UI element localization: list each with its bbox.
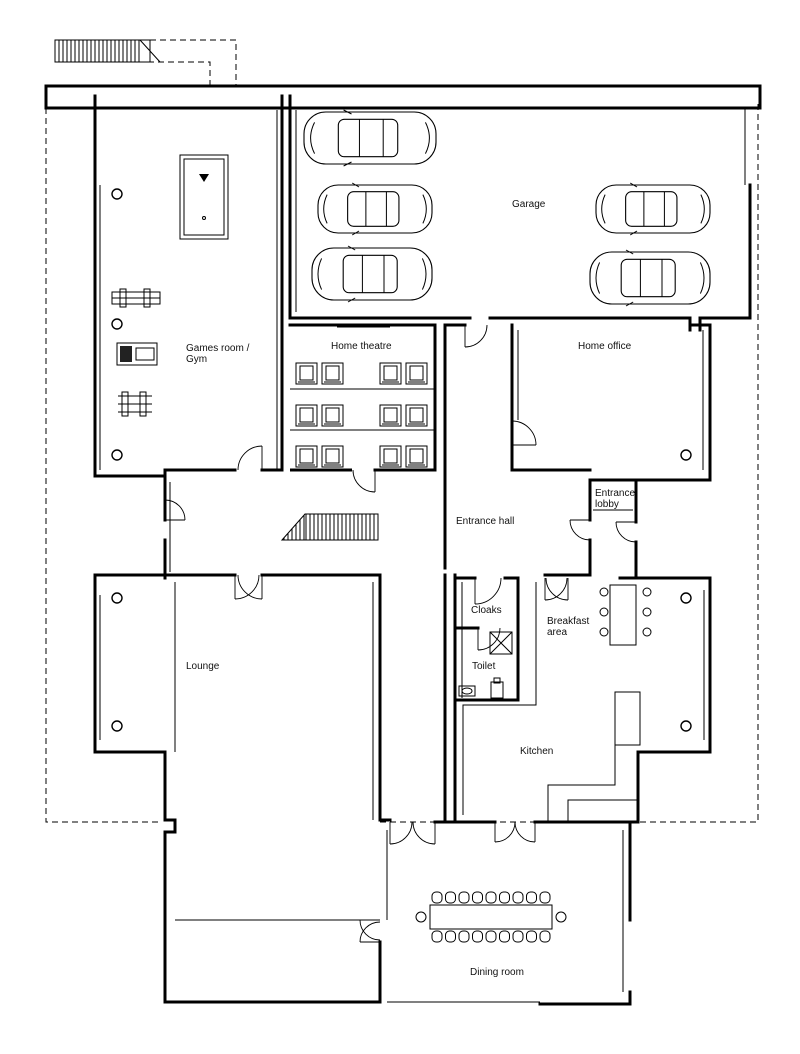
shower-icon [489,631,513,655]
home-office-walls [443,323,712,482]
room-label-toilet: Toilet [472,661,496,672]
car-icon [311,245,433,303]
home-theatre-walls [288,323,437,472]
car-icon [303,109,437,167]
weight-station-icon [118,391,152,417]
column-icon [680,449,692,461]
dining-chair-icon [499,891,510,904]
room-label-home-theatre: Home theatre [331,341,392,352]
toilet-icon [458,677,504,699]
gym-bench-icon [111,288,161,308]
dining-chair-icon [512,891,524,904]
theatre-seat-icon [379,445,402,468]
door-swing-icon [477,627,501,651]
dining-chair-icon [472,891,483,904]
theatre-seat-icon [379,404,402,427]
column-icon [680,592,692,604]
door-swing-icon [237,445,263,471]
pool-table-icon [179,154,229,240]
theatre-seat-icon [295,404,318,427]
theatre-seat-icon [295,362,318,385]
door-swing-icon [164,499,186,521]
theatre-seats [295,362,428,468]
door-swing-icon [359,921,381,943]
dining-chair-icon [512,930,524,943]
dining-table-icon [415,891,567,943]
cloaks-toilet-walls [453,576,520,702]
room-label-entrance-lobby: Entrance lobby [595,488,636,510]
door-swing-icon [511,420,537,446]
dining-chair-icon [445,930,456,943]
dining-chair-icon [485,930,497,943]
dining-chair-icon [526,930,537,943]
door-swing-icon [359,919,381,941]
room-label-breakfast-area: Breakfast area [547,616,590,638]
car-icon [595,182,711,236]
external-stair-icon [54,39,161,63]
dining-chair-icon [431,891,443,904]
entry-path-dashed [150,39,237,86]
room-label-cloaks: Cloaks [471,605,502,616]
column-icon [111,188,123,200]
dining-chair-icon [458,891,470,904]
car-icon [317,182,433,236]
door-swing-icon [569,519,591,541]
room-label-dining-room: Dining room [470,967,524,978]
theatre-seat-icon [295,445,318,468]
door-swing-icon [615,521,637,543]
terrace-dashed-outline [45,102,759,823]
games-room-walls [93,94,284,478]
room-label-home-office: Home office [578,341,632,352]
dining-chair-icon [499,930,510,943]
column-icon [680,720,692,732]
dining-chair-icon [539,930,551,943]
door-swing-icon [544,577,568,601]
room-label-kitchen: Kitchen [520,746,554,757]
dining-room-walls [378,818,632,1006]
room-label-games-room: Games room / Gym [186,343,250,365]
garage-cars [303,109,711,307]
dining-chair-icon [539,891,551,904]
dining-chair-icon [526,891,537,904]
dining-chair-icon [472,930,483,943]
dining-chair-icon [458,930,470,943]
column-icon [111,592,123,604]
room-label-entrance-hall: Entrance hall [456,516,515,527]
theatre-seat-icon [321,404,344,427]
lounge-walls [93,573,382,1004]
dining-chair-icon [445,891,456,904]
column-icon [111,720,123,732]
door-swing-icon [514,821,536,843]
room-label-garage: Garage [512,199,546,210]
theatre-seat-icon [321,445,344,468]
dining-chair-icon [431,930,443,943]
north-wall [44,84,762,110]
doors [164,324,637,943]
door-swing-icon [412,821,436,845]
rowing-machine-icon [116,342,158,366]
door-swing-icon [494,821,516,843]
door-swing-icon [234,574,260,600]
door-swing-icon [237,574,263,600]
column-icon [111,318,123,330]
theatre-seat-icon [321,362,344,385]
theatre-seat-icon [379,362,402,385]
entrance-lobby-walls [568,478,638,580]
door-swing-icon [545,577,569,601]
door-swing-icon [474,577,502,605]
internal-stair-icon [280,513,379,541]
door-swing-icon [389,821,413,845]
column-icon [111,449,123,461]
door-swing-icon [352,469,376,493]
room-label-lounge: Lounge [186,661,220,672]
theatre-seat-icon [405,362,428,385]
theatre-seat-icon [405,445,428,468]
dining-chair-icon [485,891,497,904]
car-icon [589,249,711,307]
door-swing-icon [464,324,488,348]
theatre-seat-icon [405,404,428,427]
